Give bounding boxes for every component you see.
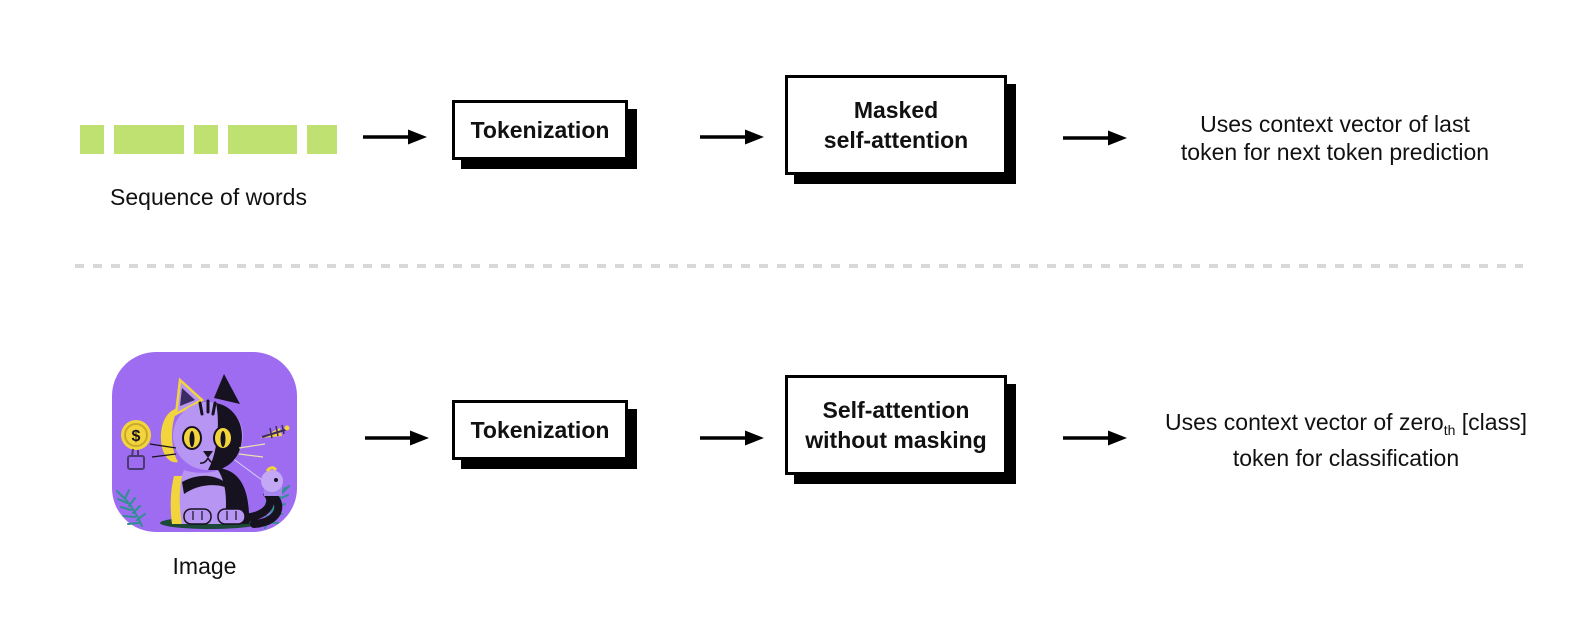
subscript-th: th [1443, 422, 1456, 438]
self-attention-without-masking-box: Self-attention without masking [785, 375, 1007, 475]
tokenization-box-text: Tokenization [452, 100, 628, 160]
right-arrow-icon [363, 129, 427, 145]
cat-image: $ [112, 352, 297, 532]
output-line1-after-sub: [class] [1455, 409, 1527, 435]
left-fern-decoration [116, 489, 146, 527]
token-sequence [80, 125, 337, 154]
tokenization-box-label: Tokenization [470, 417, 610, 443]
right-arrow-icon [365, 430, 429, 446]
dashed-divider [75, 264, 1523, 268]
token-block [80, 125, 104, 154]
cat-paws [183, 508, 246, 525]
token-block [228, 125, 297, 154]
attention-box-line2: self-attention [823, 127, 969, 153]
token-block [114, 125, 184, 154]
attention-box-line1: Masked [853, 97, 939, 123]
output-line1: Uses context vector of zeroth [class] [1140, 408, 1552, 444]
svg-text:$: $ [132, 428, 141, 445]
cat-right-ear [214, 374, 240, 404]
right-arrow-icon [1063, 130, 1127, 146]
toy-ball-icon [261, 466, 283, 496]
image-label: Image [172, 553, 237, 579]
attention-box-line1: Self-attention [822, 397, 970, 423]
fish-skeleton-icon [260, 424, 290, 439]
right-arrow-icon [700, 129, 764, 145]
tokenization-box-image: Tokenization [452, 400, 628, 460]
right-arrow-icon [1063, 430, 1127, 446]
masked-self-attention-box: Masked self-attention [785, 75, 1007, 175]
cat-eyes [182, 426, 233, 450]
coin-icon: $ [121, 420, 151, 450]
tokenization-box-label: Tokenization [470, 117, 610, 143]
output-line2: token for next token prediction [1180, 139, 1490, 165]
output-line2: token for classification [1232, 445, 1460, 471]
classification-output-text: Uses context vector of zeroth [class] to… [1140, 408, 1552, 472]
token-block [194, 125, 218, 154]
next-token-prediction-text: Uses context vector of last token for ne… [1135, 110, 1535, 166]
attention-box-line2: without masking [805, 427, 987, 453]
output-line1: Uses context vector of last [1200, 111, 1470, 137]
token-block [307, 125, 337, 154]
right-arrow-icon [700, 430, 764, 446]
basket-icon [127, 448, 145, 470]
output-line1-before-sub: Uses context vector of zero [1165, 409, 1444, 435]
sequence-of-words-label: Sequence of words [110, 184, 307, 210]
